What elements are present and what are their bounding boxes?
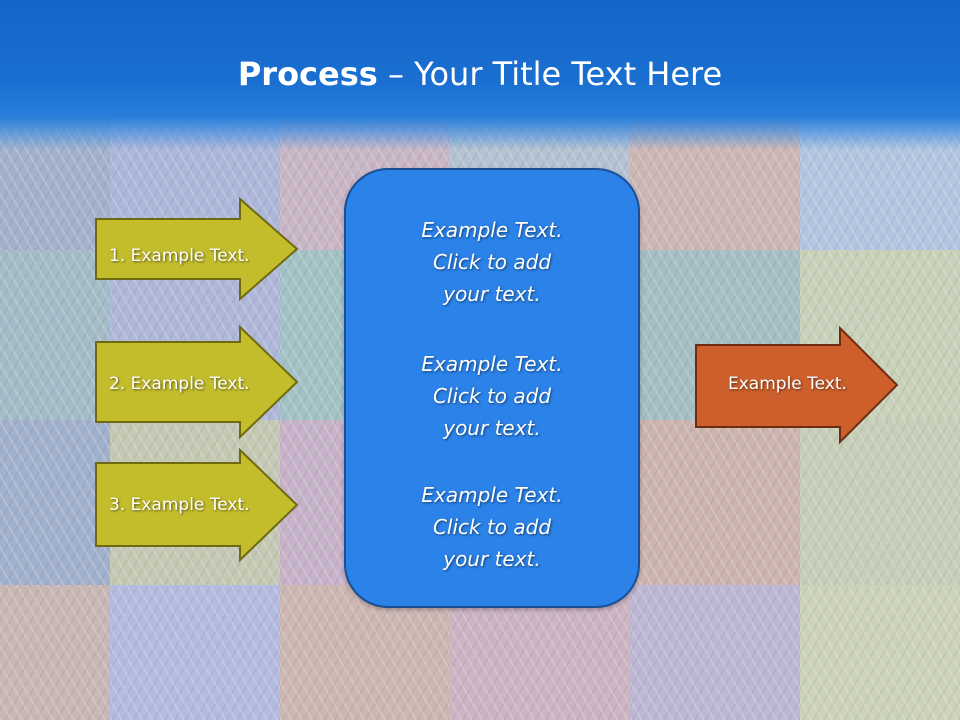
title-rest-text: – Your Title Text Here	[377, 55, 723, 93]
step-arrow-2[interactable]: 2. Example Text.	[95, 324, 300, 440]
center-line: your text.	[443, 547, 541, 571]
weave-tile	[0, 585, 110, 720]
title-bar: Process – Your Title Text Here	[0, 0, 960, 150]
center-text-box[interactable]: Example Text. Click to add your text. Ex…	[344, 168, 640, 608]
center-paragraph-2: Example Text. Click to add your text.	[346, 348, 638, 444]
step-arrow-label: 2. Example Text.	[109, 374, 250, 394]
weave-tile	[630, 420, 800, 585]
center-line: Example Text.	[421, 218, 563, 242]
center-line: your text.	[443, 282, 541, 306]
center-paragraph-1: Example Text. Click to add your text.	[346, 214, 638, 310]
right-arrow-icon	[95, 324, 299, 440]
weave-tile	[280, 585, 450, 720]
center-line: Example Text.	[421, 352, 563, 376]
weave-tile	[0, 420, 110, 585]
step-arrow-label: 1. Example Text.	[109, 246, 250, 266]
center-line: Click to add	[432, 384, 552, 408]
center-line: Example Text.	[421, 483, 563, 507]
result-arrow[interactable]: Example Text.	[695, 325, 900, 445]
weave-tile	[110, 585, 280, 720]
title-bold-word: Process	[237, 55, 378, 93]
center-line: Click to add	[432, 515, 552, 539]
weave-tile	[630, 585, 800, 720]
center-line: your text.	[443, 416, 541, 440]
weave-tile	[0, 250, 110, 420]
step-arrow-1[interactable]: 1. Example Text.	[95, 196, 300, 302]
right-arrow-icon	[95, 447, 299, 563]
result-arrow-label: Example Text.	[728, 374, 847, 394]
step-arrow-label: 3. Example Text.	[109, 495, 250, 515]
right-arrow-icon	[95, 196, 299, 302]
center-paragraph-3: Example Text. Click to add your text.	[346, 479, 638, 575]
weave-tile	[800, 585, 960, 720]
step-arrow-3[interactable]: 3. Example Text.	[95, 447, 300, 563]
right-arrow-icon	[695, 325, 899, 445]
slide-title[interactable]: Process – Your Title Text Here	[0, 52, 960, 96]
center-line: Click to add	[432, 250, 552, 274]
weave-tile	[800, 420, 960, 585]
